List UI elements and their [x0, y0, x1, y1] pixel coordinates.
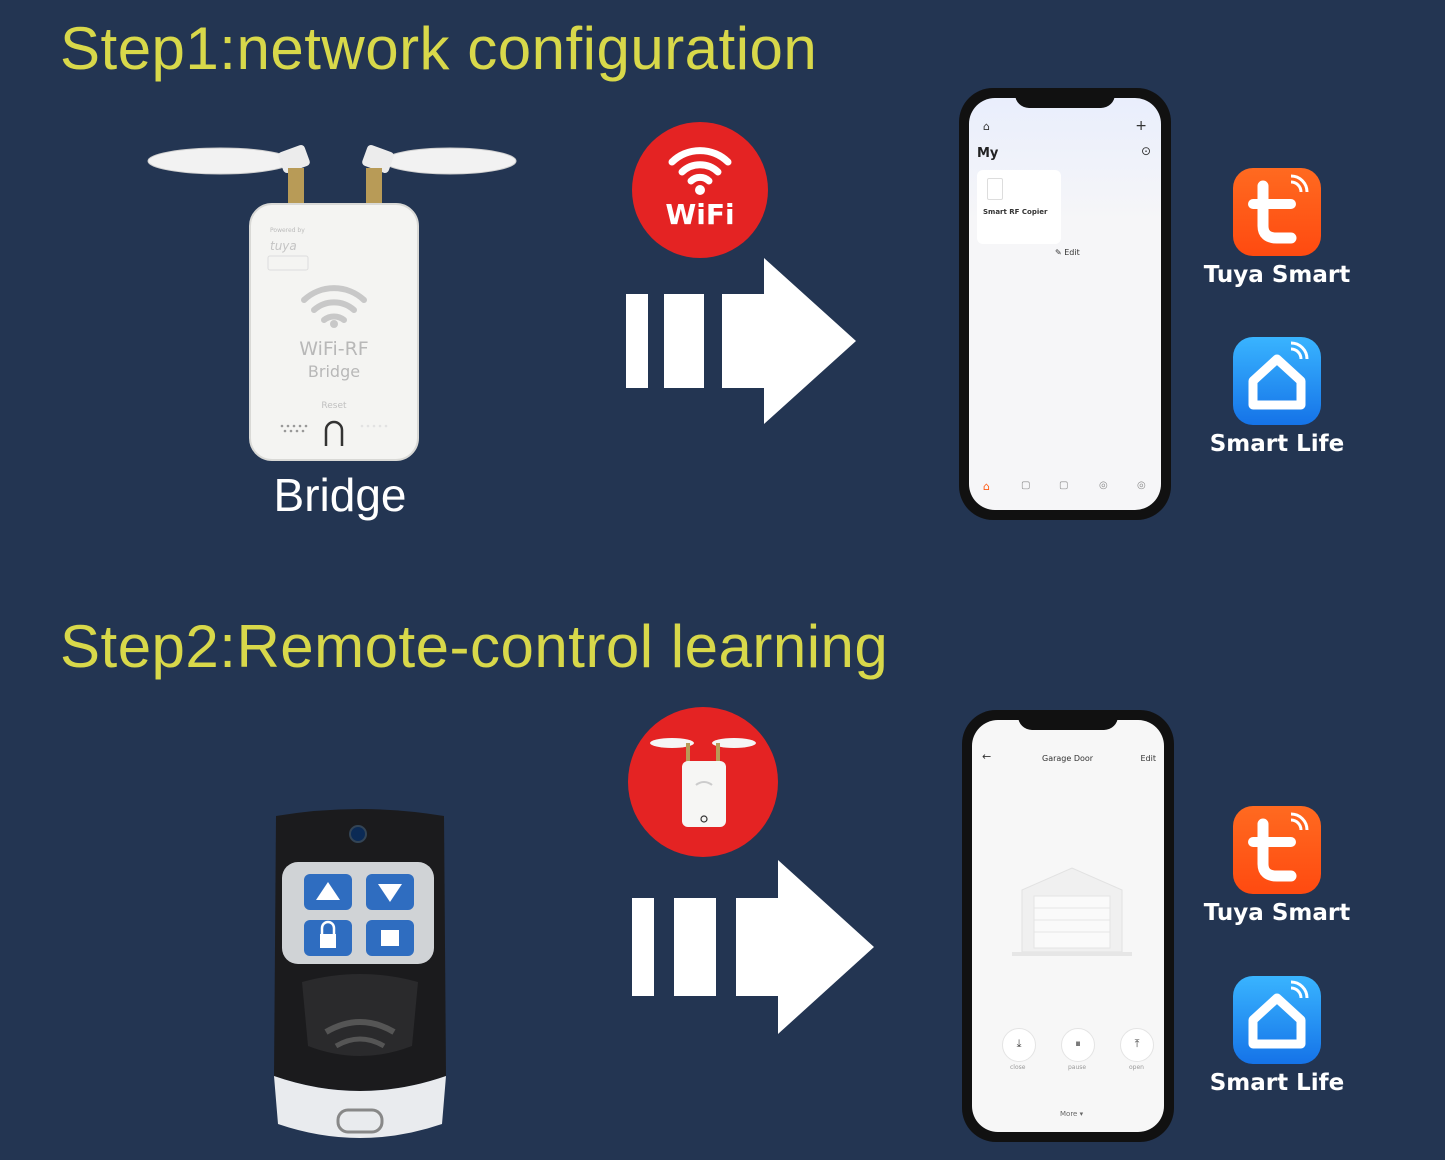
phone-step1: ⌂ + My ⊙ Smart RF Copier ✎ Edit ⌂ ▢ ▢ ◎ …	[959, 88, 1171, 520]
smart-life-app-2: Smart Life	[1192, 976, 1362, 1096]
device-wifi-icon	[301, 285, 367, 323]
home-icon[interactable]: ⌂	[983, 120, 990, 133]
open-button[interactable]: ⤒	[1120, 1028, 1154, 1062]
more-link[interactable]: More ▾	[1060, 1110, 1084, 1118]
right-arrow-icon	[632, 860, 874, 1034]
bridge-label: Bridge	[273, 469, 407, 521]
bridge-device-image: Powered by tuya WiFi-RF Bridge Reset	[147, 145, 517, 461]
smart-life-label: Smart Life	[1209, 1070, 1345, 1096]
settings-icon[interactable]: ⊙	[1140, 144, 1151, 158]
reset-button-icon	[324, 420, 344, 446]
tuya-smart-label: Tuya Smart	[1203, 900, 1351, 926]
tuya-smart-app-2: Tuya Smart	[1192, 806, 1362, 926]
nav-smart-icon[interactable]: ◎	[1099, 480, 1108, 491]
open-label: open	[1129, 1064, 1144, 1071]
right-arrow-icon	[626, 258, 856, 424]
smart-life-label: Smart Life	[1209, 431, 1345, 457]
device-card-name: Smart RF Copier	[983, 208, 1048, 216]
up-arrow-icon	[316, 882, 340, 900]
close-button[interactable]: ⤓	[1002, 1028, 1036, 1062]
smart-life-app: Smart Life	[1192, 337, 1362, 457]
smart-life-house-icon	[1233, 337, 1321, 425]
step2-title: Step2:Remote-control learning	[60, 613, 889, 680]
pause-label: pause	[1068, 1064, 1087, 1071]
nav-scene-icon[interactable]: ▢	[1059, 480, 1069, 491]
remote-control-image	[274, 809, 446, 1138]
tuya-smart-label: Tuya Smart	[1203, 262, 1351, 288]
device-model-line1: WiFi-RF	[299, 338, 368, 360]
tuya-logo-icon	[1233, 168, 1321, 256]
step1-title: Step1:network configuration	[60, 15, 818, 82]
wifi-badge-label: WiFi	[665, 198, 735, 231]
phone-step2: ← Garage Door Edit ⤓ ⏸ ⤒ close pause ope…	[962, 710, 1174, 1142]
wifi-badge: WiFi	[632, 122, 768, 258]
lock-icon	[320, 934, 336, 948]
bridge-badge	[628, 707, 778, 857]
back-arrow-icon[interactable]: ←	[982, 750, 992, 763]
garage-door-title: Garage Door	[1042, 754, 1094, 763]
pause-button[interactable]: ⏸	[1061, 1028, 1095, 1062]
edit-button[interactable]: Edit	[1140, 754, 1157, 763]
tuya-smart-app: Tuya Smart	[1192, 168, 1362, 288]
stop-icon	[381, 930, 399, 946]
wifi-icon	[668, 147, 732, 195]
nav-home-icon[interactable]: ⌂	[983, 480, 990, 493]
device-reset-label: Reset	[321, 401, 347, 411]
bridge-mini-icon	[650, 738, 756, 827]
edit-link[interactable]: ✎ Edit	[1055, 248, 1080, 257]
garage-door-icon	[1012, 867, 1132, 956]
bottom-nav: ⌂ ▢ ▢ ◎ ◎	[969, 476, 1161, 504]
add-icon[interactable]: +	[1135, 118, 1147, 134]
edit-label: Edit	[1064, 248, 1080, 257]
close-label: close	[1010, 1064, 1026, 1071]
smart-life-house-icon	[1233, 976, 1321, 1064]
more-label: More	[1060, 1110, 1078, 1118]
down-arrow-icon	[378, 884, 402, 902]
my-header: My	[977, 146, 999, 161]
device-model-line2: Bridge	[308, 362, 360, 381]
tuya-logo-icon	[1233, 806, 1321, 894]
tuya-brand-text: tuya	[270, 239, 297, 253]
nav-room-icon[interactable]: ▢	[1021, 480, 1031, 491]
device-thumbnail-icon	[987, 178, 1003, 200]
powered-by-text: Powered by	[270, 227, 305, 234]
device-card[interactable]: Smart RF Copier	[977, 170, 1061, 244]
nav-me-icon[interactable]: ◎	[1137, 480, 1146, 491]
